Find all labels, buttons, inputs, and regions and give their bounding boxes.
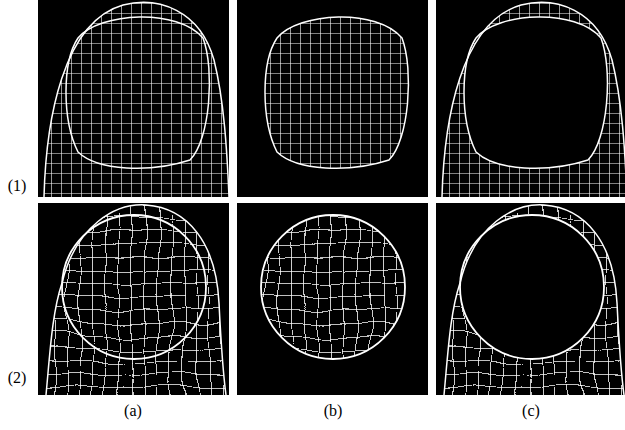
column-label: (c) [522,402,540,420]
column-label: (a) [124,402,142,420]
column-label: (b) [324,402,343,420]
row-label: (1) [8,177,27,195]
row-label: (2) [8,369,27,387]
